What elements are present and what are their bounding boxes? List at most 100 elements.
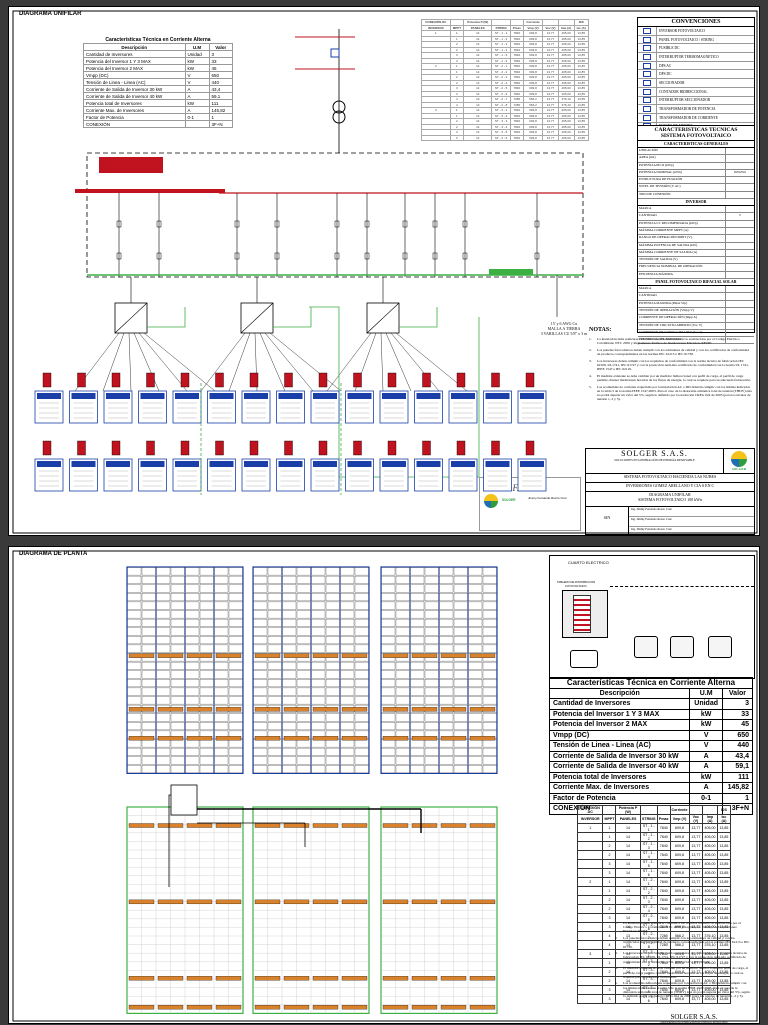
- pv-module: [141, 627, 156, 636]
- table-cell: ST - 2 - 2: [639, 886, 658, 896]
- pv-module: [253, 670, 268, 679]
- pv-module: [340, 627, 355, 636]
- string-combiner-mark: [411, 1004, 438, 1010]
- table-cell: 7840: [656, 877, 671, 887]
- pv-module: [185, 687, 200, 696]
- pv-module: [253, 687, 268, 696]
- string-combiner-mark: [312, 823, 339, 828]
- table-cell: A: [689, 761, 723, 773]
- technical-specs-panel: CARACTERISTICAS TECNICAS SISTEMA FOTOVOL…: [637, 125, 755, 345]
- pv-module: [199, 670, 214, 679]
- table-cell: 3: [449, 85, 465, 92]
- table-cell: 4: [449, 101, 465, 108]
- col-header: [449, 19, 465, 26]
- table-cell: 1: [576, 823, 604, 833]
- note-number: 4.: [589, 373, 592, 378]
- legend-item: TRANSFORMADOR DE CORRIENTE: [638, 113, 754, 123]
- pv-module: [170, 661, 185, 670]
- table-cell: ST - 2 - 1: [491, 63, 511, 70]
- pv-module: [354, 765, 369, 774]
- pv-module: [228, 747, 243, 756]
- inverter-ground-line: [147, 307, 186, 328]
- spec-row: POTENCIA NOMINAL (kWn)100 kWn: [638, 169, 754, 178]
- table-cell: 2: [449, 118, 465, 125]
- spec-row: TENSIÓN DE OPERACIÓN (Vmpp V): [638, 307, 754, 316]
- table-cell: 609,8: [522, 74, 544, 81]
- table-cell: 3: [721, 698, 754, 710]
- pv-module: [439, 610, 454, 619]
- spec-key: MARCA: [638, 206, 726, 213]
- table-cell: Cantidad de Inversores: [548, 698, 691, 710]
- spec-row: EFICIENCIA MÁXIMA: [638, 271, 754, 280]
- pv-module: [453, 575, 468, 584]
- pv-module: [199, 713, 214, 722]
- dc-string-line: [395, 332, 468, 392]
- pv-module: [199, 575, 214, 584]
- company-footer: SOLGER S.A.S. SOLUCIONES EN GENERACIÓN D…: [639, 1013, 749, 1024]
- col-header: [688, 805, 704, 815]
- string-combiner-mark: [382, 653, 409, 658]
- pv-module: [199, 756, 214, 765]
- table-cell: 3: [602, 859, 617, 869]
- spec-key: TENSIÓN DE SALIDA (V): [638, 257, 726, 264]
- pv-module: [156, 713, 171, 722]
- company-subtitle: SOLUCIONES EN GENERACIÓN DE ENERGÍA RENO…: [614, 458, 695, 462]
- table-cell: Corriente de Salida de Inversor 30 kW: [548, 750, 691, 762]
- table-cell: 566,2: [522, 101, 544, 108]
- transformer-icon: [332, 110, 346, 124]
- pv-module: [340, 687, 355, 696]
- pv-module: [282, 618, 297, 627]
- pv-module: [424, 593, 439, 602]
- pv-module: [410, 661, 425, 670]
- pv-module: [267, 747, 282, 756]
- pv-module: [340, 722, 355, 731]
- table-cell: 609,8: [669, 823, 690, 833]
- string-combiner-mark: [128, 653, 155, 658]
- col-header: [602, 805, 617, 815]
- table-cell: 609,8: [669, 904, 690, 914]
- pv-module: [482, 636, 497, 645]
- dc-string-line: [143, 332, 216, 392]
- table-cell: 13,77: [688, 886, 704, 896]
- breaker-icon: [234, 252, 240, 260]
- string-combiner-mark: [128, 736, 155, 741]
- note-text: La instalación debe realizarse con base …: [623, 921, 741, 934]
- dc-fuse-icon: [215, 372, 224, 388]
- pv-module: [127, 687, 142, 696]
- logo-text: SOLGER: [731, 467, 747, 471]
- string-combiner-mark: [312, 899, 339, 905]
- pv-module: [468, 765, 483, 774]
- pv-module: [267, 679, 282, 688]
- table-cell: 609,8: [522, 134, 544, 141]
- pv-module: [468, 575, 483, 584]
- dc-fuse-icon: [77, 372, 86, 388]
- legend-item: TRANSFORMADOR DE POTENCIA: [638, 105, 754, 114]
- string-combiner-mark: [312, 976, 339, 981]
- table-cell: 13,85: [573, 112, 590, 119]
- string-combiner-mark: [215, 707, 242, 712]
- pv-module-header: [37, 461, 61, 467]
- note-number: 1.: [589, 337, 592, 341]
- pv-module: [228, 567, 243, 576]
- pv-module: [127, 713, 142, 722]
- pv-module: [253, 575, 268, 584]
- pv-module-header: [382, 461, 406, 467]
- legend-label: PANEL FOTOVOLTAICO / STRING: [659, 37, 714, 42]
- pv-module: [439, 696, 454, 705]
- note-item: 2.Los paneles fotovoltaicos deben cumpli…: [589, 348, 753, 356]
- pv-module: [156, 696, 171, 705]
- table-cell: 1: [449, 107, 465, 114]
- pv-module: [468, 756, 483, 765]
- string-combiner-mark: [312, 653, 339, 658]
- pv-module: [410, 575, 425, 584]
- table-cell: 2: [449, 74, 465, 81]
- pv-module: [296, 644, 311, 653]
- string-combiner-mark: [469, 823, 496, 828]
- table-cell: ST - 2 - 5: [491, 85, 511, 92]
- dc-fuse-icon: [111, 372, 121, 388]
- pv-module: [354, 584, 369, 593]
- table-cell: 13,85: [573, 134, 590, 141]
